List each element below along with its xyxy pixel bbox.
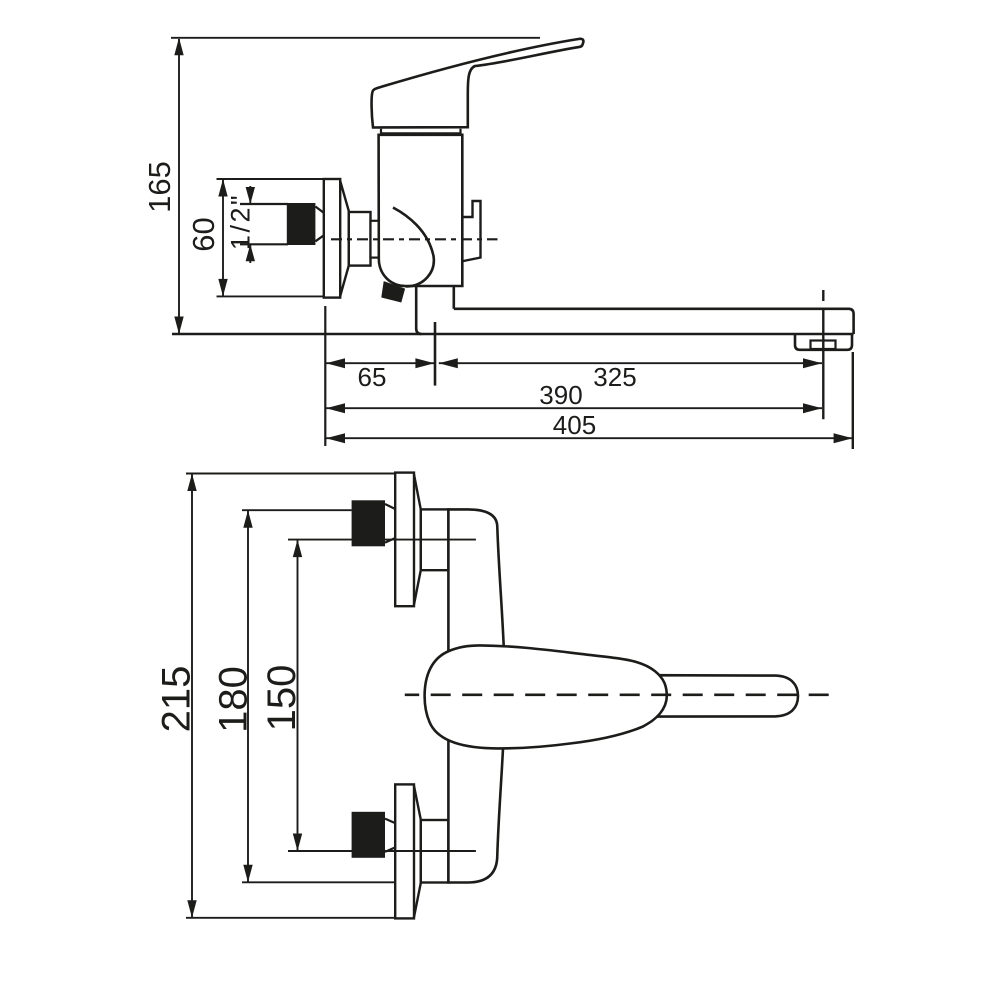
svg-text:180: 180	[212, 666, 256, 733]
svg-text:60: 60	[186, 217, 221, 251]
svg-text:215: 215	[155, 666, 199, 733]
svg-text:65: 65	[358, 362, 387, 392]
svg-text:390: 390	[539, 380, 582, 410]
svg-text:325: 325	[593, 362, 636, 392]
svg-text:1/2": 1/2"	[226, 193, 256, 250]
svg-text:405: 405	[553, 410, 596, 440]
svg-text:150: 150	[260, 665, 304, 732]
svg-text:165: 165	[142, 161, 177, 213]
